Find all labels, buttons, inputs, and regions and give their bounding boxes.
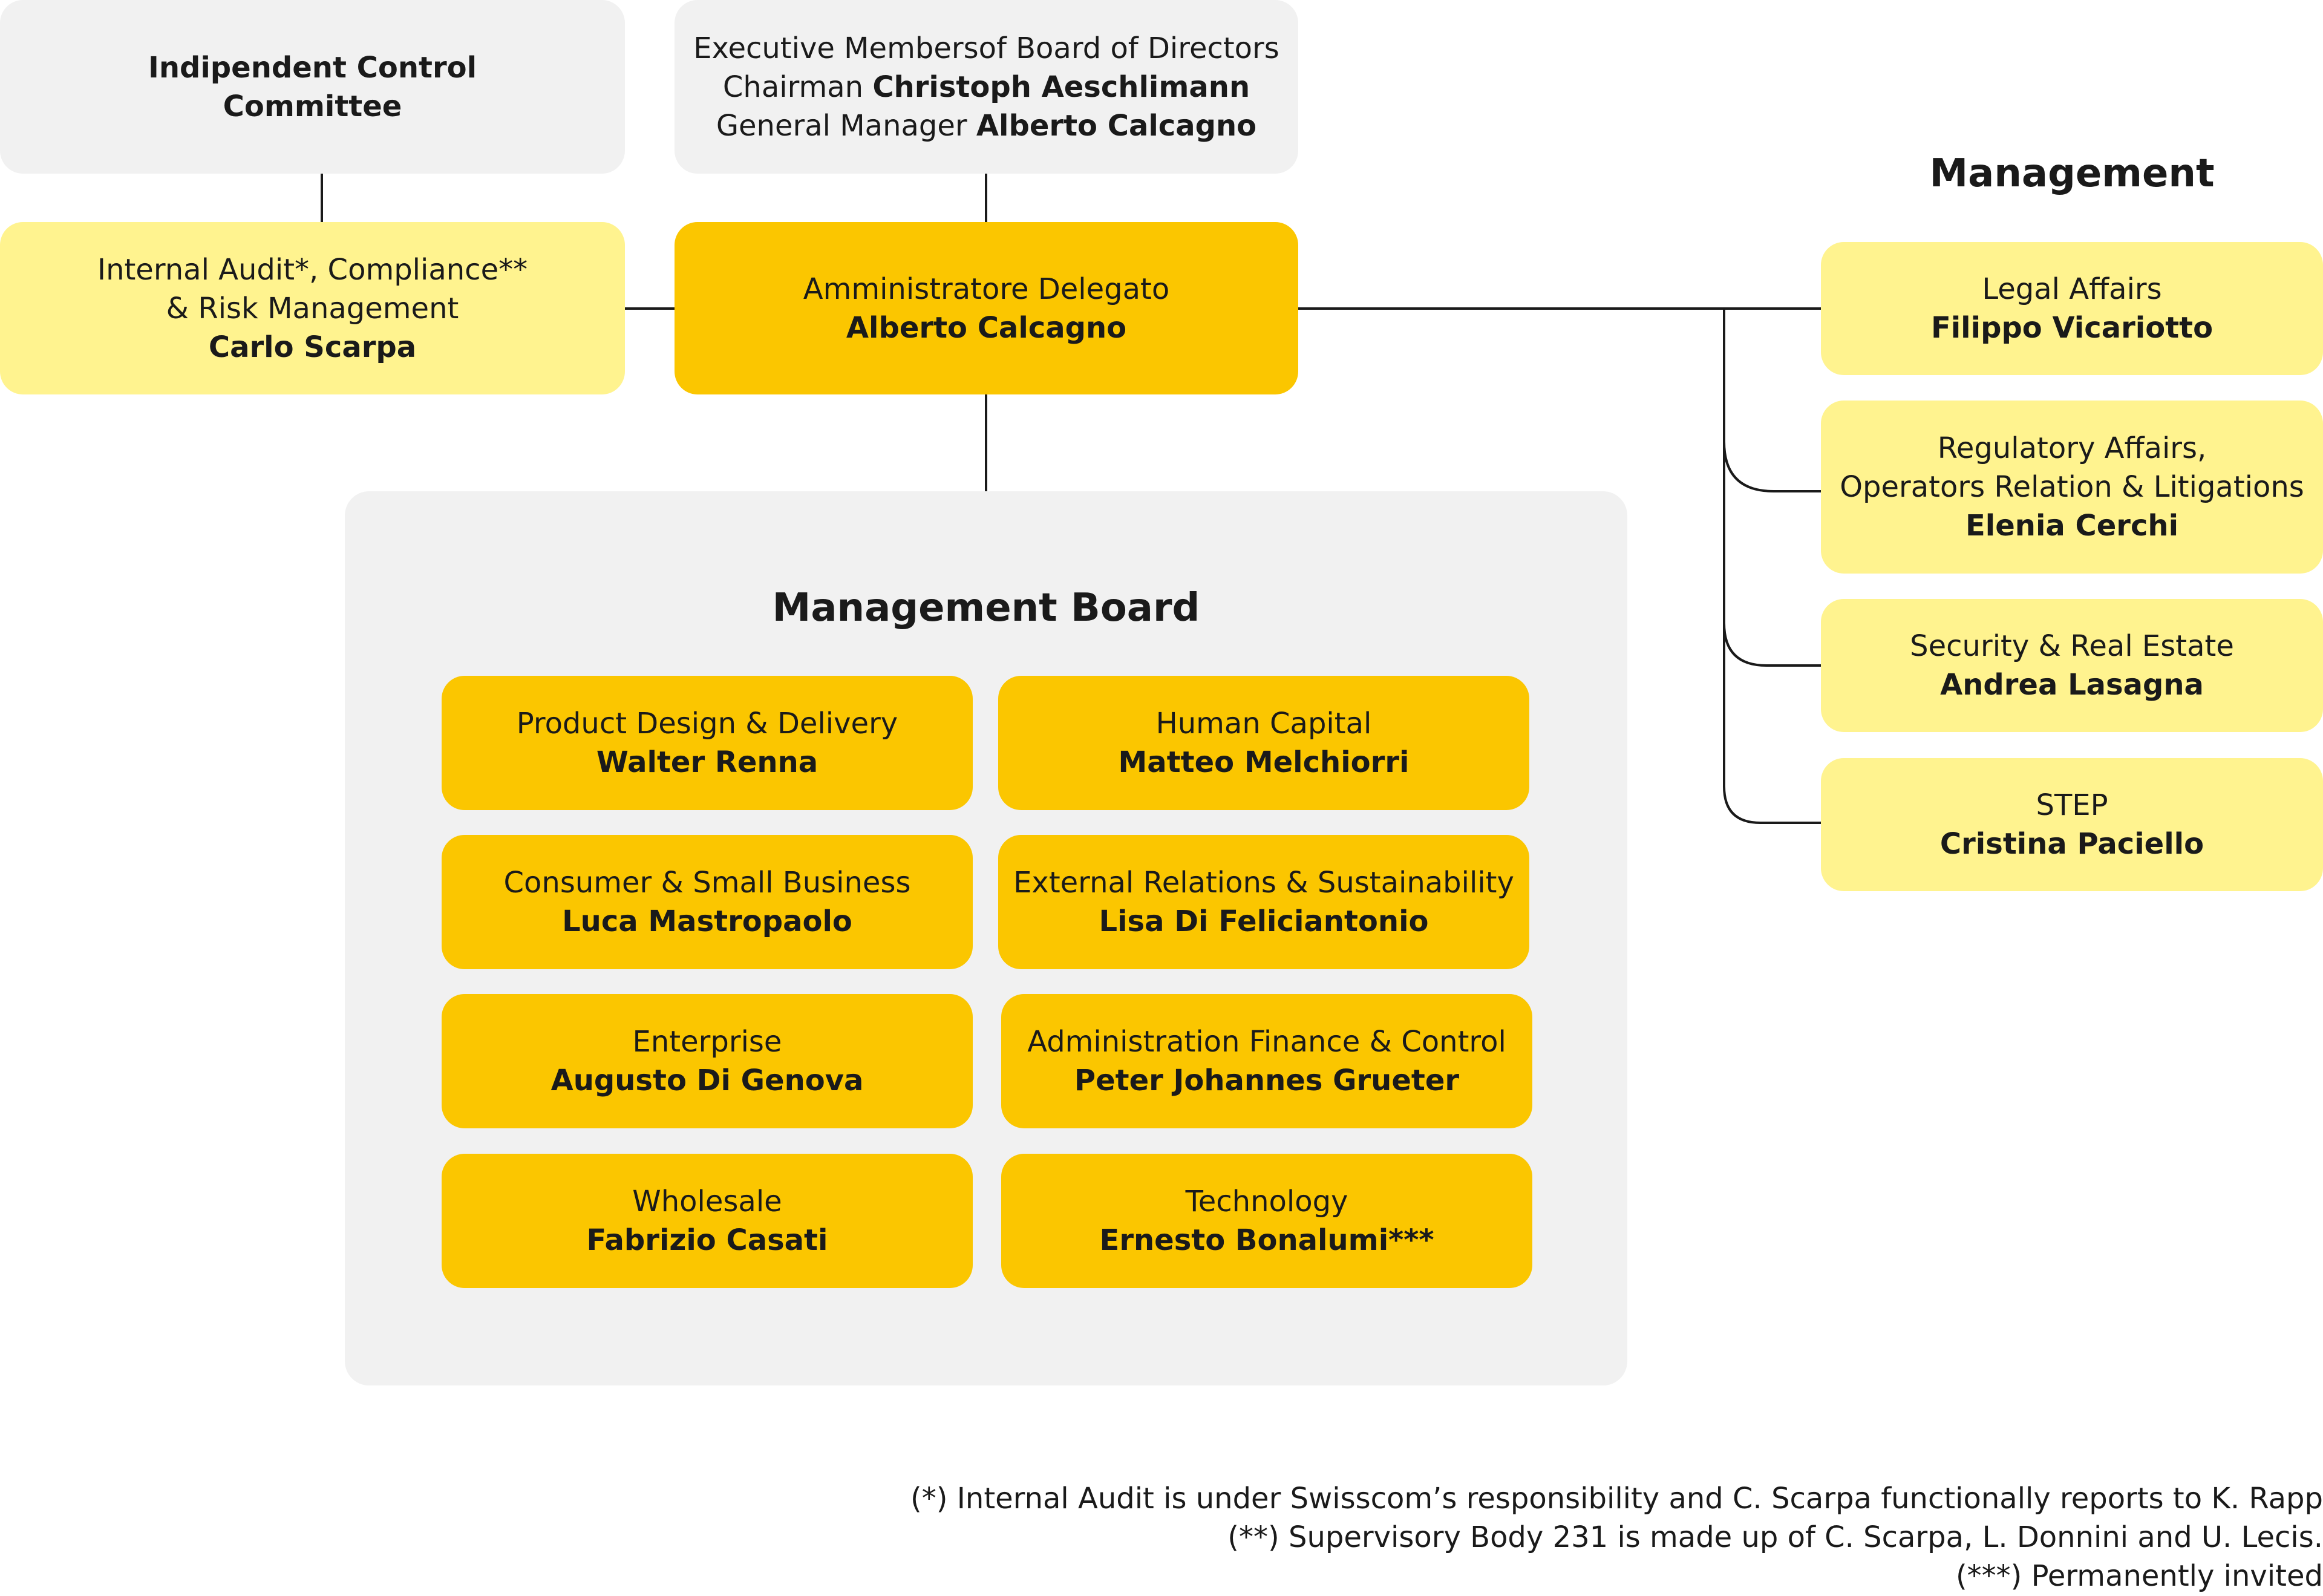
board-item-name: Matteo Melchiorri — [1118, 745, 1410, 779]
control-committee-line1: Indipendent Control — [148, 50, 477, 85]
management-item-step: STEP Cristina Paciello — [1821, 758, 2323, 891]
control-committee-box: Indipendent Control Committee — [0, 0, 625, 174]
internal-audit-name: Carlo Scarpa — [208, 330, 417, 364]
general-manager-name: Alberto Calcagno — [976, 108, 1257, 143]
management-heading: Management — [1929, 151, 2215, 196]
board-item-role: Human Capital — [1155, 707, 1372, 741]
board-item-role: Product Design & Delivery — [516, 707, 898, 741]
board-item-name: Lisa Di Feliciantonio — [1099, 904, 1429, 938]
board-item-role: Enterprise — [632, 1025, 782, 1059]
board-item-name: Ernesto Bonalumi*** — [1099, 1223, 1434, 1257]
footnote-internal-audit: (*) Internal Audit is under Swisscom’s r… — [910, 1482, 2323, 1516]
board-item-name: Fabrizio Casati — [586, 1223, 828, 1257]
board-item-human-capital: Human Capital Matteo Melchiorri — [998, 676, 1529, 810]
board-item-enterprise: Enterprise Augusto Di Genova — [442, 994, 973, 1128]
board-item-role: Consumer & Small Business — [503, 866, 911, 900]
footnote-supervisory-body: (**) Supervisory Body 231 is made up of … — [1227, 1520, 2323, 1554]
management-item-role-line2: Operators Relation & Litigations — [1840, 470, 2304, 504]
board-item-role: External Relations & Sustainability — [1013, 866, 1514, 900]
footnote-permanently-invited: (***) Permanently invited — [1955, 1559, 2323, 1593]
footnotes: (*) Internal Audit is under Swisscom’s r… — [910, 1479, 2323, 1595]
board-item-wholesale: Wholesale Fabrizio Casati — [442, 1154, 973, 1288]
chairman-name: Christoph Aeschlimann — [872, 70, 1250, 104]
board-item-role: Administration Finance & Control — [1027, 1025, 1506, 1059]
board-item-technology: Technology Ernesto Bonalumi*** — [1001, 1154, 1532, 1288]
executive-board-box: Executive Membersof Board of Directors C… — [675, 0, 1298, 174]
connector-executive-ceo — [985, 174, 987, 222]
general-manager-line: General Manager Alberto Calcagno — [716, 106, 1256, 145]
connector-committee-audit — [321, 174, 323, 222]
connector-audit-ceo — [625, 307, 675, 310]
management-item-regulatory: Regulatory Affairs, Operators Relation &… — [1821, 401, 2323, 574]
connector-ceo-management — [1298, 307, 1821, 310]
internal-audit-line1: Internal Audit*, Compliance** — [97, 252, 528, 287]
chairman-line: Chairman Christoph Aeschlimann — [723, 68, 1250, 106]
management-item-name: Andrea Lasagna — [1940, 668, 2204, 702]
chairman-role: Chairman — [722, 70, 873, 104]
management-item-name: Cristina Paciello — [1939, 827, 2204, 861]
board-item-role: Technology — [1185, 1185, 1348, 1218]
board-item-name: Luca Mastropaolo — [562, 904, 852, 938]
internal-audit-line2: & Risk Management — [166, 291, 459, 325]
management-item-legal: Legal Affairs Filippo Vicariotto — [1821, 242, 2323, 375]
internal-audit-box: Internal Audit*, Compliance** & Risk Man… — [0, 222, 625, 394]
management-item-role: Regulatory Affairs, — [1937, 431, 2207, 465]
board-item-product-design: Product Design & Delivery Walter Renna — [442, 676, 973, 810]
board-item-name: Walter Renna — [596, 745, 818, 779]
management-item-name: Filippo Vicariotto — [1930, 311, 2214, 345]
management-item-role: STEP — [2036, 788, 2108, 822]
control-committee-line2: Committee — [223, 89, 402, 123]
board-item-administration: Administration Finance & Control Peter J… — [1001, 994, 1532, 1128]
connector-ceo-board — [985, 394, 987, 491]
board-item-consumer: Consumer & Small Business Luca Mastropao… — [442, 835, 973, 969]
ceo-role: Amministratore Delegato — [803, 272, 1170, 306]
board-item-external-relations: External Relations & Sustainability Lisa… — [998, 835, 1529, 969]
board-item-name: Augusto Di Genova — [551, 1064, 864, 1097]
executive-board-title: Executive Membersof Board of Directors — [693, 31, 1279, 65]
management-item-role: Security & Real Estate — [1910, 629, 2234, 663]
board-item-name: Peter Johannes Grueter — [1074, 1064, 1460, 1097]
management-item-security: Security & Real Estate Andrea Lasagna — [1821, 599, 2323, 732]
ceo-name: Alberto Calcagno — [846, 310, 1127, 345]
management-board-heading: Management Board — [772, 586, 1200, 630]
management-item-role: Legal Affairs — [1982, 272, 2162, 306]
ceo-box: Amministratore Delegato Alberto Calcagno — [675, 222, 1298, 394]
board-item-role: Wholesale — [632, 1185, 782, 1218]
general-manager-role: General Manager — [716, 108, 976, 143]
management-item-name: Elenia Cerchi — [1965, 509, 2179, 543]
